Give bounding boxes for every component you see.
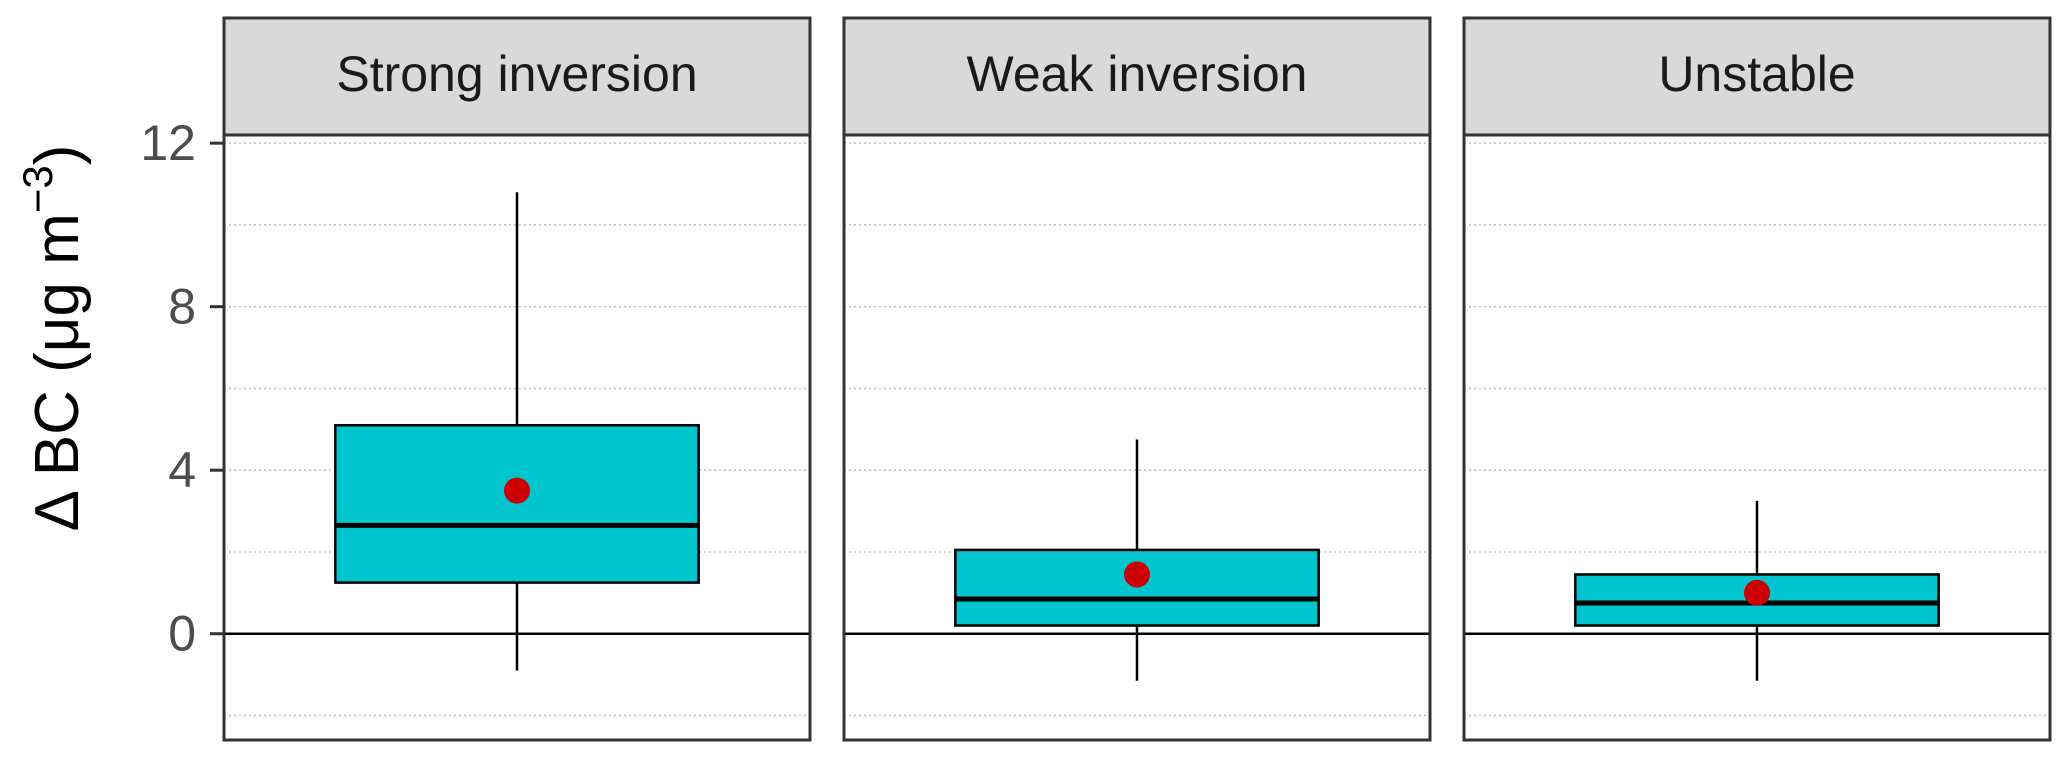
y-axis: 0 4 8 12 bbox=[140, 115, 224, 662]
y-axis-title-main: Δ BC (μg m bbox=[23, 213, 92, 531]
panel: Weak inversion bbox=[842, 16, 1432, 742]
iqr-box bbox=[954, 548, 1320, 627]
y-axis-title-superscript: −3 bbox=[14, 165, 61, 213]
panel: Strong inversion bbox=[222, 16, 812, 742]
mean-point bbox=[1744, 579, 1770, 606]
svg-text:Δ BC (μg m−3): Δ BC (μg m−3) bbox=[14, 145, 92, 532]
y-tick-label: 0 bbox=[168, 606, 196, 662]
strip-label: Weak inversion bbox=[967, 46, 1308, 102]
y-axis-title-close: ) bbox=[23, 145, 92, 166]
strip-header bbox=[842, 16, 1432, 137]
facet-panels: Strong inversion Weak inversion Unstable bbox=[222, 16, 2052, 742]
mean-point bbox=[504, 477, 530, 504]
panel-border bbox=[1462, 133, 2052, 742]
y-tick-label: 12 bbox=[140, 115, 196, 171]
panel: Unstable bbox=[1462, 16, 2052, 742]
strip-label: Unstable bbox=[1658, 46, 1855, 102]
y-axis-title: Δ BC (μg m−3) bbox=[14, 145, 92, 532]
strip-header bbox=[222, 16, 812, 137]
iqr-box bbox=[334, 423, 700, 584]
y-tick-label: 4 bbox=[168, 442, 196, 498]
strip-label: Strong inversion bbox=[336, 46, 697, 102]
panel-border bbox=[842, 133, 1432, 742]
mean-point bbox=[1124, 561, 1150, 588]
panel-border bbox=[222, 133, 812, 742]
y-tick-label: 8 bbox=[168, 279, 196, 335]
